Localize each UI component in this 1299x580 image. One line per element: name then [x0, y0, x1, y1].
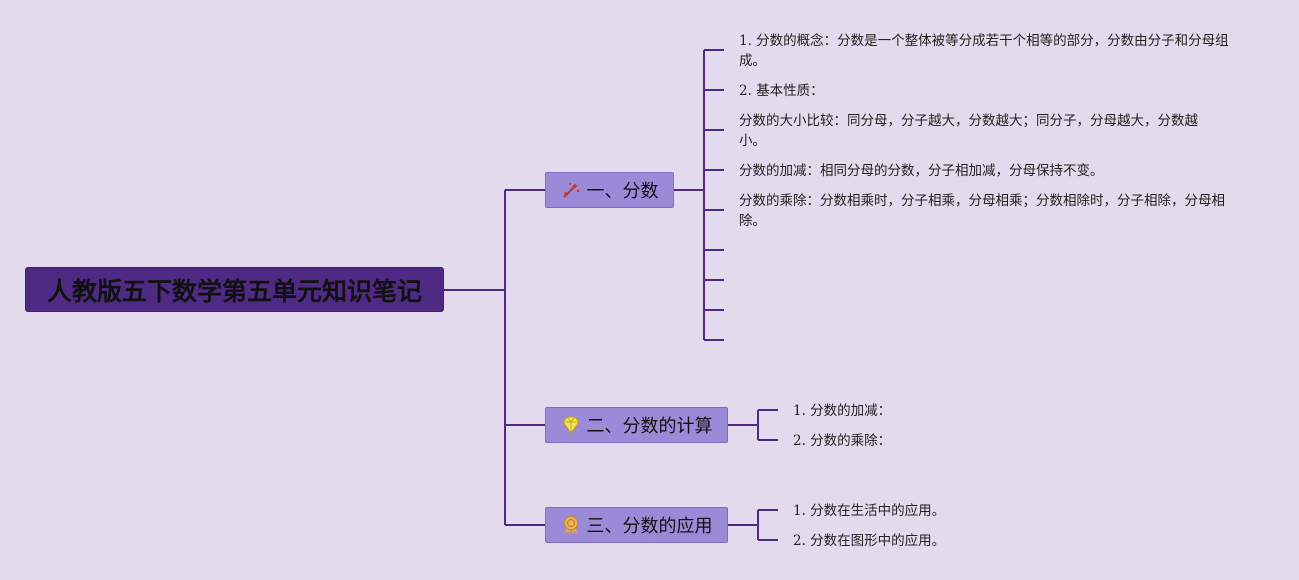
- leaf-item[interactable]: 2. 基本性质：: [739, 83, 824, 99]
- branch-3-leaf-connectors: [728, 509, 778, 541]
- branch-label: 三、分数的应用: [586, 516, 713, 537]
- branch-2-leaf-connectors: [728, 409, 778, 441]
- branch-label: 一、分数: [586, 181, 659, 202]
- leaf-item[interactable]: 分数的大小比较：同分母，分子越大，分数越大；同分子，分母越大，分数越小。: [739, 113, 1198, 149]
- branch-node-calculation[interactable]: 二、分数的计算: [545, 407, 728, 443]
- root-title: 人教版五下数学第五单元知识笔记: [46, 276, 422, 306]
- diamond-icon: [561, 415, 581, 435]
- award-ribbon-icon: [561, 515, 581, 535]
- branch-label: 二、分数的计算: [586, 416, 713, 437]
- branch-node-application[interactable]: 三、分数的应用: [545, 507, 728, 543]
- magic-wand-icon: [561, 180, 581, 200]
- leaf-item[interactable]: 1. 分数的概念：分数是一个整体被等分成若干个相等的部分，分数由分子和分母组成。: [739, 33, 1229, 69]
- leaf-item[interactable]: 分数的加减：相同分母的分数，分子相加减，分母保持不变。: [739, 163, 1104, 179]
- leaf-item[interactable]: 2. 分数的乘除：: [793, 433, 892, 449]
- leaf-item[interactable]: 1. 分数在生活中的应用。: [793, 503, 946, 519]
- leaf-item[interactable]: 1. 分数的加减：: [793, 403, 892, 419]
- leaf-item[interactable]: 分数的乘除：分数相乘时，分子相乘，分母相乘；分数相除时，分子相除，分母相除。: [739, 193, 1225, 229]
- branch-node-fractions[interactable]: 一、分数: [545, 172, 674, 208]
- branch-1-leaf-ticks: [704, 49, 724, 341]
- root-node[interactable]: 人教版五下数学第五单元知识笔记: [25, 267, 444, 312]
- leaf-item[interactable]: 2. 分数在图形中的应用。: [793, 533, 946, 549]
